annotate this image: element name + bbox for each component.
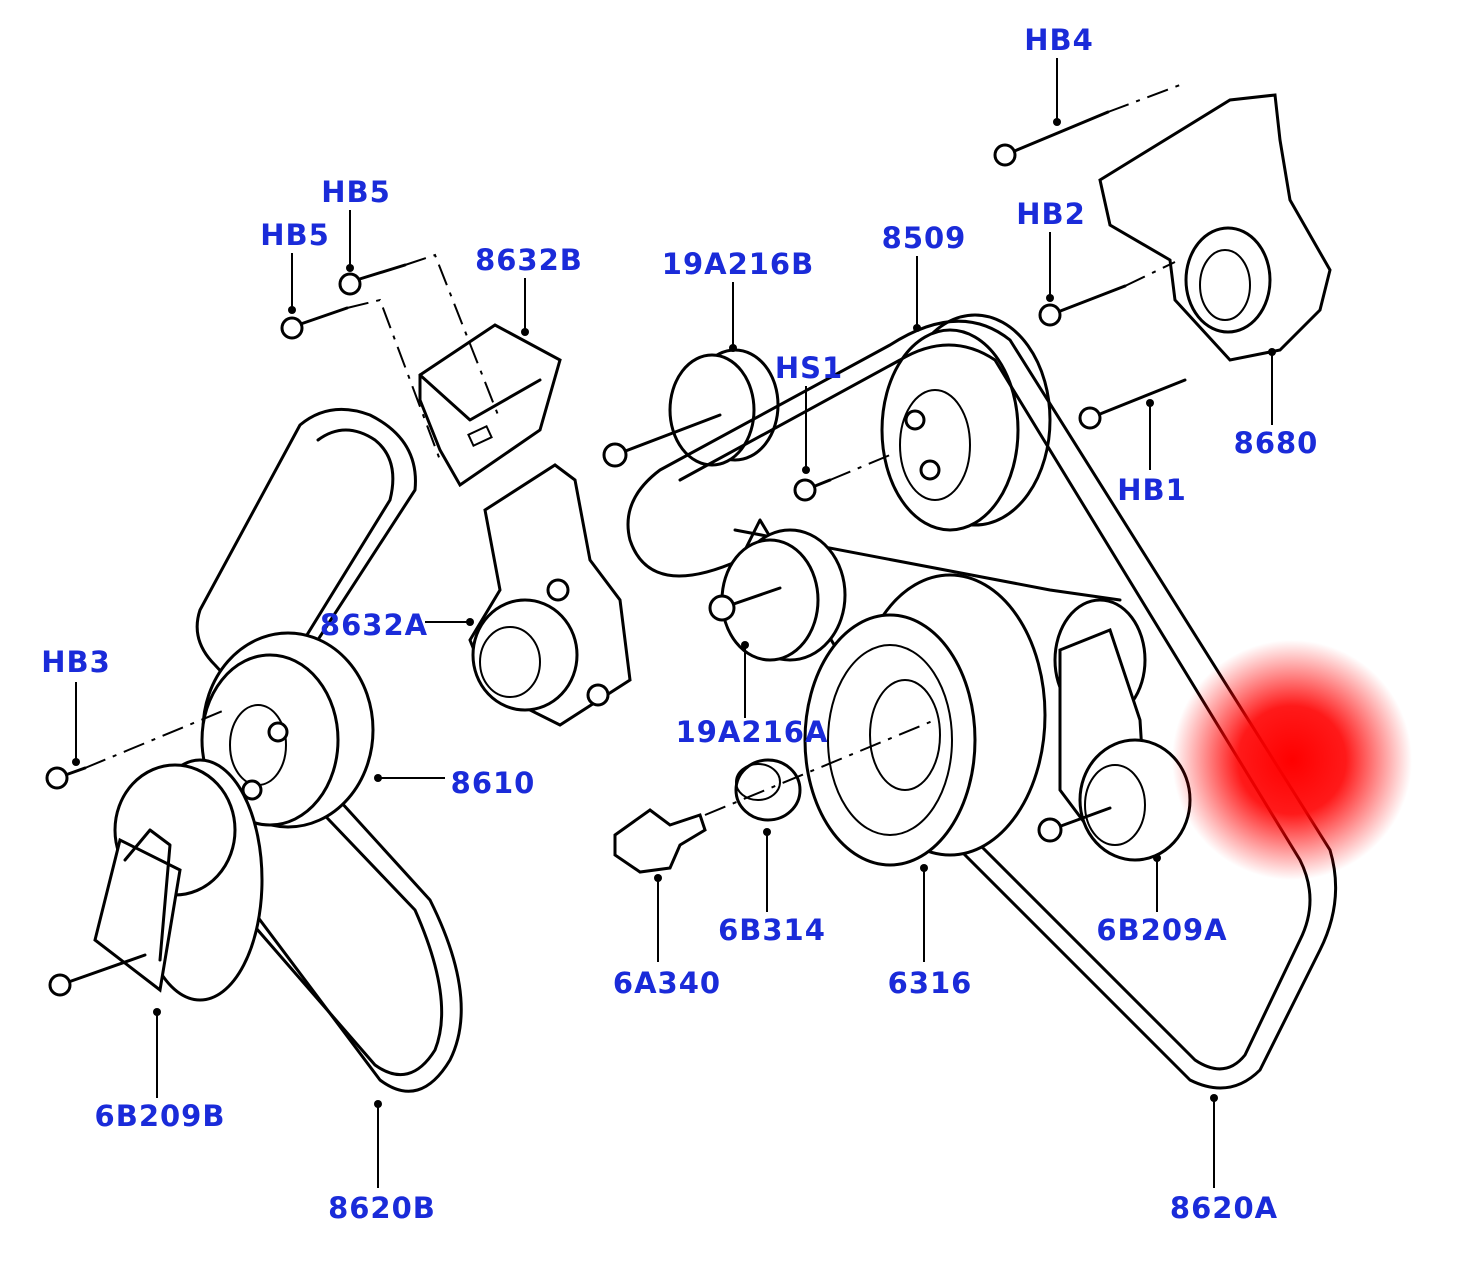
bolt-hs1 bbox=[793, 478, 832, 502]
bolt-hb5-upper bbox=[338, 263, 407, 296]
bracket-8680 bbox=[1098, 93, 1332, 362]
pulley-8509 bbox=[880, 313, 1052, 532]
pulley-8610 bbox=[200, 631, 375, 829]
bolt-hb5-lower bbox=[280, 306, 349, 340]
callout-6316: 6316 bbox=[888, 966, 973, 1000]
callout-19a216a: 19A216A bbox=[676, 715, 829, 749]
callout-8610: 8610 bbox=[451, 766, 536, 800]
callout-8620b: 8620B bbox=[328, 1191, 436, 1225]
idler-19a216b bbox=[668, 348, 780, 467]
callout-hb2: HB2 bbox=[1016, 197, 1086, 231]
bolt-hb4 bbox=[993, 110, 1110, 167]
bolt-6a340 bbox=[613, 808, 707, 874]
bracket-8632b bbox=[418, 323, 562, 488]
callout-6b314: 6B314 bbox=[718, 913, 826, 947]
callout-6a340: 6A340 bbox=[613, 966, 721, 1000]
idler-19a216a bbox=[720, 528, 847, 662]
bolt-6b209a bbox=[1037, 806, 1112, 843]
bolt-19a216b bbox=[602, 413, 722, 468]
bolt-hb2 bbox=[1038, 284, 1127, 327]
callout-6b209b: 6B209B bbox=[95, 1099, 226, 1133]
belt-8620b bbox=[195, 407, 463, 1093]
tensioner-6b209b bbox=[93, 758, 264, 1002]
callout-6b209a: 6B209A bbox=[1096, 913, 1227, 947]
callout-8509: 8509 bbox=[882, 221, 967, 255]
belt-8620a bbox=[626, 319, 1338, 1090]
callout-hb1: HB1 bbox=[1117, 473, 1187, 507]
callout-8632a: 8632A bbox=[320, 608, 428, 642]
leader-lines bbox=[72, 58, 1276, 1188]
bracket-8632a bbox=[468, 463, 632, 727]
callout-8680: 8680 bbox=[1234, 426, 1319, 460]
callout-8632b: 8632B bbox=[475, 243, 583, 277]
bolt-hb3 bbox=[45, 766, 87, 790]
callout-hb5-upper: HB5 bbox=[321, 175, 391, 209]
callout-8620a: 8620A bbox=[1170, 1191, 1278, 1225]
callout-19a216b: 19A216B bbox=[662, 247, 814, 281]
callout-hb4: HB4 bbox=[1024, 23, 1094, 57]
callout-hs1: HS1 bbox=[775, 351, 843, 385]
bolt-hb1 bbox=[1078, 378, 1187, 430]
callout-hb3: HB3 bbox=[41, 645, 111, 679]
assembly-lines bbox=[84, 84, 1181, 816]
highlight-marker bbox=[1172, 640, 1412, 880]
tensioner-6b209a bbox=[1053, 598, 1192, 862]
crank-pulley-6316 bbox=[803, 573, 1047, 867]
sleeve-6b314 bbox=[734, 758, 802, 822]
bolt-6b209b bbox=[48, 953, 147, 997]
callout-hb5-lower: HB5 bbox=[260, 218, 330, 252]
callout-labels: HB4 HB5 HB5 8632B 19A216B 8509 HB2 HS1 H… bbox=[41, 23, 1319, 1225]
bolt-19a216a bbox=[708, 586, 782, 622]
